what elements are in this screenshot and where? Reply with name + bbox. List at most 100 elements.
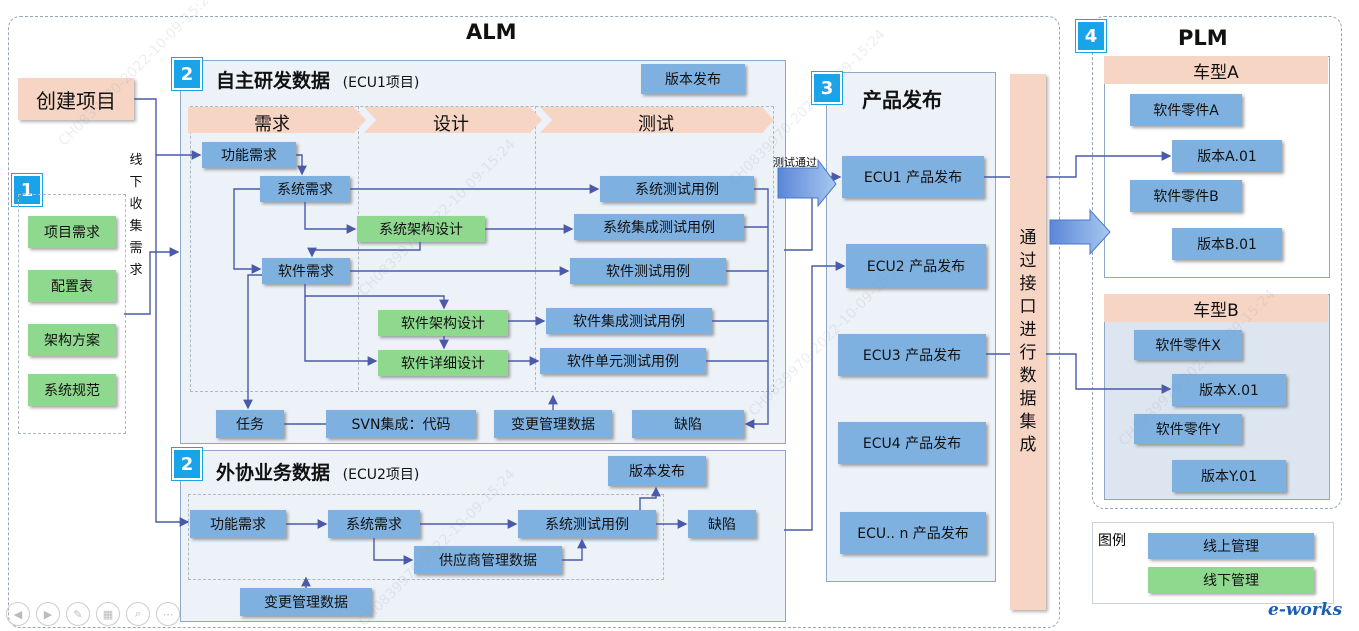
ecu2-change[interactable]: 变更管理数据 bbox=[240, 588, 372, 616]
line-tests-defect bbox=[744, 188, 769, 429]
release-ecun[interactable]: ECU.. n 产品发布 bbox=[840, 512, 986, 554]
release-ecu3[interactable]: ECU3 产品发布 bbox=[838, 334, 986, 376]
release-title: 产品发布 bbox=[862, 88, 942, 112]
interface-char: 集 bbox=[1019, 412, 1037, 432]
slides-icon[interactable]: ▦ bbox=[96, 602, 120, 626]
eworks-logo: e-works bbox=[1268, 600, 1342, 620]
ecu1-sw-unit-test[interactable]: 软件单元测试用例 bbox=[540, 348, 706, 374]
ecu1-defect[interactable]: 缺陷 bbox=[632, 410, 744, 438]
line-sys-swreq bbox=[233, 188, 262, 274]
ecu2-func-req[interactable]: 功能需求 bbox=[190, 510, 286, 538]
ecu2-release[interactable]: 版本发布 bbox=[608, 456, 706, 486]
release-badge: 3 bbox=[812, 72, 842, 104]
model-b-ver-x[interactable]: 版本X.01 bbox=[1172, 374, 1286, 406]
ecu2-badge: 2 bbox=[172, 448, 202, 480]
connector-lines bbox=[124, 98, 1172, 588]
release-ecu2[interactable]: ECU2 产品发布 bbox=[846, 244, 986, 288]
interface-char: 据 bbox=[1019, 389, 1037, 409]
create-project-box[interactable]: 创建项目 bbox=[18, 78, 134, 120]
ecu1-task[interactable]: 任务 bbox=[216, 410, 284, 438]
phase-requirement: 需求 bbox=[254, 114, 290, 135]
ecu1-func-req[interactable]: 功能需求 bbox=[202, 142, 296, 168]
pen-icon[interactable]: ✎ bbox=[66, 602, 90, 626]
alm-title: ALM bbox=[466, 20, 517, 44]
line-arch-down bbox=[307, 242, 421, 258]
viewer-toolbar: ◀ ▶ ✎ ▦ ⌕ ⋯ bbox=[6, 602, 180, 626]
model-a-title: 车型A bbox=[1104, 56, 1328, 84]
model-b-title: 车型B bbox=[1104, 294, 1328, 322]
line-create-project bbox=[134, 98, 190, 527]
line-offline-merge bbox=[124, 247, 180, 315]
vlabel-char: 收 bbox=[129, 197, 143, 212]
ecu2-sys-req[interactable]: 系统需求 bbox=[328, 510, 420, 538]
plm-region bbox=[1092, 16, 1342, 509]
line-interface-verx bbox=[1046, 353, 1172, 394]
offline-item-architecture-plan[interactable]: 架构方案 bbox=[28, 324, 116, 356]
ecu2-defect[interactable]: 缺陷 bbox=[688, 510, 756, 538]
ecu1-svn[interactable]: SVN集成：代码 bbox=[326, 410, 476, 438]
line-swreq-detail bbox=[304, 296, 378, 366]
ecu2-sys-test[interactable]: 系统测试用例 bbox=[518, 510, 656, 538]
ecu1-sw-arch[interactable]: 软件架构设计 bbox=[378, 310, 508, 336]
legend-online: 线上管理 bbox=[1148, 533, 1314, 559]
interface-char: 口 bbox=[1019, 297, 1037, 317]
vlabel-char: 求 bbox=[129, 263, 143, 278]
ecu1-sys-req[interactable]: 系统需求 bbox=[260, 176, 350, 202]
legend-offline: 线下管理 bbox=[1148, 567, 1314, 593]
ecu1-sys-arch[interactable]: 系统架构设计 bbox=[357, 216, 485, 242]
model-b-part-x[interactable]: 软件零件X bbox=[1134, 330, 1242, 360]
model-b-ver-y[interactable]: 版本Y.01 bbox=[1172, 460, 1286, 492]
interface-char: 成 bbox=[1019, 435, 1037, 455]
ecu1-release[interactable]: 版本发布 bbox=[641, 64, 745, 94]
offline-item-config-table[interactable]: 配置表 bbox=[28, 270, 116, 302]
interface-char: 过 bbox=[1019, 251, 1037, 271]
line-swreq-task bbox=[243, 274, 262, 410]
ecu1-title-text: 自主研发数据 bbox=[216, 70, 331, 92]
line-test-release bbox=[639, 486, 661, 510]
offline-badge: 1 bbox=[12, 174, 42, 206]
zoom-icon[interactable]: ⌕ bbox=[126, 602, 150, 626]
model-a-part-a[interactable]: 软件零件A bbox=[1130, 94, 1242, 126]
ecu1-sw-test[interactable]: 软件测试用例 bbox=[570, 258, 726, 284]
ecu1-title: 自主研发数据 (ECU1项目) bbox=[216, 66, 419, 93]
ecu1-badge: 2 bbox=[172, 58, 202, 90]
offline-item-project-requirements[interactable]: 项目需求 bbox=[28, 216, 116, 248]
phase-arrow-design bbox=[364, 107, 542, 133]
model-a-ver-b[interactable]: 版本B.01 bbox=[1172, 228, 1282, 260]
ecu1-change[interactable]: 变更管理数据 bbox=[494, 410, 612, 438]
plm-badge: 4 bbox=[1076, 20, 1106, 52]
offline-vertical-label: 线 下 收 集 需 求 bbox=[128, 150, 144, 282]
ecu1-sw-detail[interactable]: 软件详细设计 bbox=[378, 350, 508, 376]
model-b-part-y[interactable]: 软件零件Y bbox=[1134, 414, 1242, 444]
release-ecu1[interactable]: ECU1 产品发布 bbox=[842, 156, 984, 198]
model-a-part-b[interactable]: 软件零件B bbox=[1130, 180, 1242, 212]
vlabel-char: 集 bbox=[129, 219, 143, 234]
release-ecu4[interactable]: ECU4 产品发布 bbox=[838, 422, 986, 464]
ecu1-sys-int-test[interactable]: 系统集成测试用例 bbox=[574, 214, 744, 240]
model-a-ver-a[interactable]: 版本A.01 bbox=[1172, 140, 1282, 172]
ecu1-work-area bbox=[190, 106, 774, 392]
plm-transfer-arrow bbox=[1049, 208, 1111, 256]
line-ecu2-sys-supplier bbox=[373, 538, 414, 565]
phase-arrow-requirement bbox=[188, 107, 366, 133]
vlabel-char: 线 bbox=[129, 153, 143, 168]
ecu1-sw-int-test[interactable]: 软件集成测试用例 bbox=[546, 308, 712, 334]
more-icon[interactable]: ⋯ bbox=[156, 602, 180, 626]
interface-char: 数 bbox=[1019, 366, 1037, 386]
prev-icon[interactable]: ◀ bbox=[6, 602, 30, 626]
phase-arrow-test bbox=[540, 107, 774, 133]
ecu2-title-text: 外协业务数据 bbox=[216, 462, 331, 484]
ecu1-sys-test[interactable]: 系统测试用例 bbox=[600, 176, 754, 202]
ecu2-supplier[interactable]: 供应商管理数据 bbox=[414, 546, 562, 574]
line-interface-vera bbox=[1046, 151, 1172, 178]
logo-text: e-works bbox=[1268, 600, 1343, 620]
line-func-sys bbox=[296, 154, 307, 176]
offline-item-system-spec[interactable]: 系统规范 bbox=[28, 374, 116, 406]
next-icon[interactable]: ▶ bbox=[36, 602, 60, 626]
line-ecu2-release bbox=[784, 261, 846, 531]
test-passed-arrow bbox=[777, 158, 837, 208]
ecu1-sw-req[interactable]: 软件需求 bbox=[262, 258, 350, 284]
ecu2-work-area bbox=[188, 494, 664, 580]
vlabel-char: 下 bbox=[129, 175, 143, 190]
